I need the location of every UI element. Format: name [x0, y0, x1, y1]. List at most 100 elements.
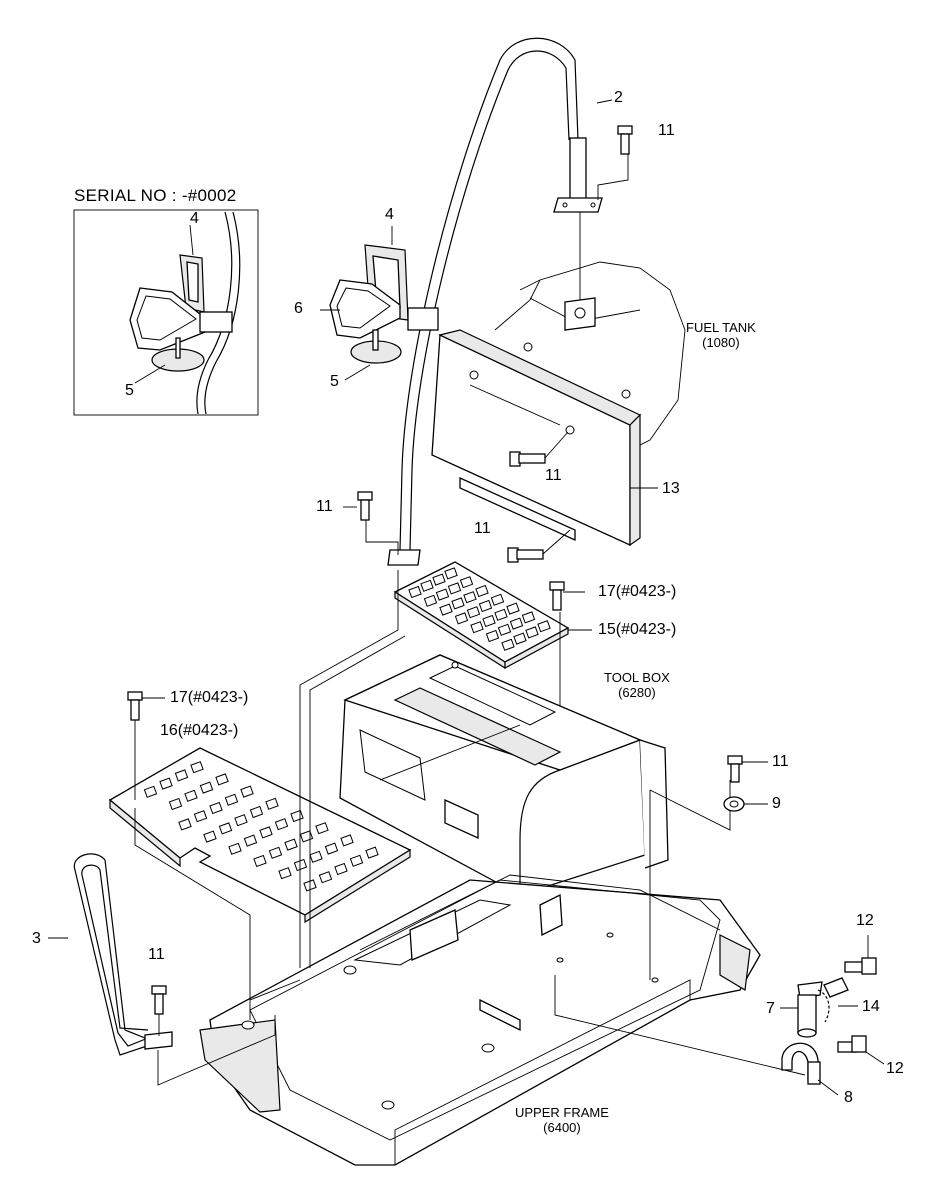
step-hole: [193, 810, 208, 823]
step-hole: [284, 838, 298, 851]
step-hole: [203, 830, 217, 843]
step-hole: [423, 594, 438, 607]
floor-plate-16-holes: [143, 761, 379, 892]
step-hole: [268, 846, 283, 859]
label-part-9: 9: [772, 795, 781, 812]
clamp-8: [781, 1042, 839, 1096]
ref-fuel-tank: FUEL TANK (1080): [686, 320, 756, 350]
bolt-11-lower: [507, 529, 571, 563]
label-part-11-top: 11: [658, 122, 675, 139]
step-hole: [408, 585, 422, 599]
step-hole: [159, 777, 173, 790]
step-hole: [478, 599, 493, 613]
side-rail-3: [48, 853, 173, 1056]
step-hole: [447, 582, 462, 595]
step-hole: [259, 826, 273, 839]
step-hole: [253, 854, 267, 868]
step-hole: [324, 842, 339, 855]
step-hole: [497, 623, 512, 636]
step-hole: [482, 614, 496, 628]
cover-plate-13: [431, 329, 658, 547]
step-hole: [334, 862, 348, 876]
label-part-3: 3: [32, 930, 41, 947]
washer-9: [723, 796, 768, 812]
step-hole: [274, 818, 289, 831]
bolt-11-right: [727, 755, 768, 783]
step-hole: [537, 620, 551, 633]
step-hole: [249, 805, 264, 819]
step-hole: [490, 593, 505, 606]
inset-title: SERIAL NO : -#0002: [74, 186, 237, 205]
ref-upper-frame-code: (6400): [543, 1120, 581, 1135]
label-part-14: 14: [862, 998, 880, 1015]
step-hole: [318, 871, 333, 884]
step-hole: [299, 830, 314, 843]
ref-upper-frame: UPPER FRAME (6400): [515, 1105, 609, 1135]
label-part-11-box: 11: [545, 467, 562, 484]
step-hole: [265, 797, 279, 810]
step-hole: [506, 602, 520, 615]
step-hole: [190, 761, 204, 774]
label-part-11-left: 11: [316, 498, 333, 515]
step-hole: [444, 567, 458, 580]
inset-box: [73, 209, 259, 416]
ref-fuel-tank-code: (1080): [702, 335, 740, 350]
step-hole: [501, 638, 515, 651]
step-hole: [485, 629, 500, 643]
label-part-5: 5: [330, 373, 339, 390]
label-part-11-right: 11: [772, 753, 789, 770]
label-part-7: 7: [766, 1000, 775, 1017]
step-hole: [475, 584, 489, 598]
step-hole: [278, 867, 292, 880]
chain-14: [817, 977, 858, 1023]
tool-box: [339, 654, 669, 896]
footstep-plate-15: [393, 561, 570, 670]
ref-tool-box-name: TOOL BOX: [604, 670, 670, 685]
bolt-12-bot: [837, 1035, 885, 1065]
step-hole: [494, 608, 508, 621]
step-hole: [315, 822, 329, 835]
assembly-lines: [134, 570, 806, 1086]
step-hole: [513, 632, 527, 645]
bolt-11-left: [343, 491, 399, 555]
label-part-12-top: 12: [856, 912, 874, 929]
step-hole: [209, 801, 223, 815]
pin-7: [780, 981, 823, 1038]
ref-upper-frame-name: UPPER FRAME: [515, 1105, 609, 1120]
step-hole: [178, 818, 192, 831]
upper-frame: [199, 874, 761, 1166]
step-hole: [439, 603, 453, 616]
step-hole: [463, 591, 477, 604]
step-hole: [525, 626, 539, 639]
label-part-2: 2: [614, 89, 623, 106]
step-hole: [365, 846, 379, 859]
step-hole: [143, 785, 158, 798]
label-part-6: 6: [294, 300, 303, 317]
step-hole: [218, 822, 233, 835]
mirror-assembly: [320, 226, 439, 381]
label-part-13: 13: [662, 480, 680, 497]
inset-label-5: 5: [125, 382, 134, 399]
footstep-15-holes: [408, 567, 551, 651]
step-hole: [224, 793, 239, 806]
label-part-8: 8: [844, 1089, 853, 1106]
label-part-15: 15(#0423-): [598, 621, 677, 638]
step-hole: [521, 611, 536, 624]
step-hole: [199, 781, 214, 794]
bolt-11-rail: [151, 985, 167, 1036]
hand-rail: [387, 37, 629, 566]
step-hole: [243, 834, 258, 847]
step-hole: [466, 606, 481, 619]
step-hole: [349, 854, 364, 867]
label-part-11-bolt: 11: [474, 520, 491, 537]
label-part-4: 4: [385, 206, 394, 223]
bolt-12-top: [844, 935, 877, 975]
step-hole: [234, 814, 248, 827]
label-part-17-right: 17(#0423-): [598, 583, 677, 600]
bolt-17-right: [549, 581, 585, 611]
step-hole: [184, 789, 198, 802]
step-hole: [470, 621, 484, 634]
label-part-12-bot: 12: [886, 1060, 904, 1077]
step-hole: [420, 579, 434, 592]
